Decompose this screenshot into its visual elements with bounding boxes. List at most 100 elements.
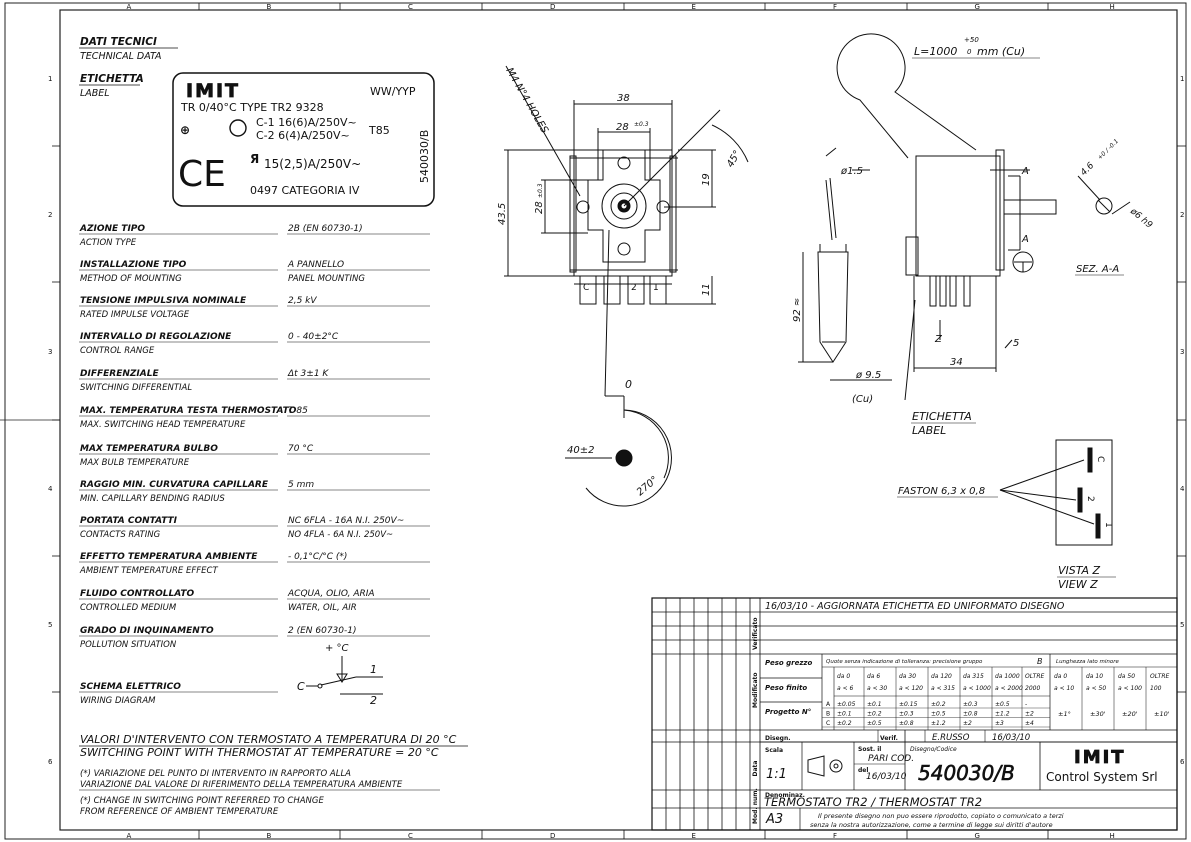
revision-note: 16/03/10 - AGGIORNATA ETICHETTA ED UNIFO… bbox=[765, 601, 1065, 612]
grid-col-bottom: D bbox=[550, 832, 555, 840]
spec-label-it: INSTALLAZIONE TIPO bbox=[80, 260, 187, 270]
wiring-plus-t: + °C bbox=[325, 643, 349, 654]
spec-label-en: SWITCHING DIFFERENTIAL bbox=[80, 383, 192, 393]
tol-head2: a < 30 bbox=[867, 685, 887, 692]
side-view bbox=[798, 33, 1131, 401]
progetto: Progetto N° bbox=[765, 708, 811, 716]
tol-head: da 1000 bbox=[995, 673, 1020, 680]
outer-frame bbox=[4, 2, 1187, 840]
scala-label: Scala bbox=[765, 747, 783, 754]
grid-row-left: 3 bbox=[48, 348, 52, 356]
wiring-n1: 1 bbox=[370, 663, 377, 676]
terminal-c: C bbox=[583, 283, 589, 293]
ang-value: ±30' bbox=[1090, 710, 1106, 718]
view-z-term-2: 2 bbox=[1085, 496, 1095, 502]
grid-row-left: 6 bbox=[48, 758, 53, 766]
title-en: TECHNICAL DATA bbox=[80, 51, 162, 62]
disegn-label: Disegn. bbox=[765, 735, 791, 742]
capillary-tol2: 0 bbox=[967, 48, 972, 56]
tol-value: ±0.05 bbox=[837, 701, 856, 708]
spec-value: 70 °C bbox=[288, 444, 314, 454]
spec-value: Δt 3±1 K bbox=[287, 369, 329, 379]
tol-head2: a < 2000 bbox=[995, 685, 1023, 692]
del-label: del bbox=[858, 767, 868, 774]
grid-col-top: A bbox=[127, 3, 132, 11]
ang-head2: 100 bbox=[1150, 685, 1162, 692]
tol-head2: 2000 bbox=[1025, 685, 1040, 692]
notes: VALORI D'INTERVENTO CON TERMOSTATO A TEM… bbox=[79, 733, 468, 817]
ul-mark: Я bbox=[250, 152, 259, 166]
grid-col-top: C bbox=[408, 3, 413, 11]
side-label: Verificato bbox=[752, 618, 759, 650]
del-date: 16/03/10 bbox=[866, 772, 907, 782]
ang-head: da 10 bbox=[1086, 673, 1103, 680]
dim-46-tol: +0 / -0.1 bbox=[1096, 138, 1120, 162]
label-csa-icon bbox=[229, 119, 247, 137]
angle-45: 45° bbox=[725, 149, 743, 170]
title-block: 16/03/10 - AGGIORNATA ETICHETTA ED UNIFO… bbox=[651, 597, 1178, 831]
notes-title-it: VALORI D'INTERVENTO CON TERMOSTATO A TEM… bbox=[80, 733, 457, 746]
grid-row-left: 4 bbox=[48, 485, 53, 493]
spec-value-2: PANEL MOUNTING bbox=[288, 274, 365, 284]
grid-col-top: H bbox=[1110, 3, 1115, 11]
dim-28v: 28 bbox=[534, 201, 545, 214]
label-en: LABEL bbox=[80, 88, 110, 99]
spec-value: A PANNELLO bbox=[287, 260, 344, 270]
sost-label: Sost. il bbox=[858, 746, 881, 753]
grid-col-bottom: H bbox=[1110, 832, 1115, 840]
terminal-2: 2 bbox=[631, 283, 637, 293]
spec-value: 5 mm bbox=[288, 480, 314, 490]
capillary-tol: +50 bbox=[964, 36, 979, 44]
ang-head2: a < 100 bbox=[1118, 685, 1142, 692]
spec-value: 0 - 40±2°C bbox=[288, 332, 339, 342]
grid-col-bottom: E bbox=[692, 832, 696, 840]
spec-label-it: INTERVALLO DI REGOLAZIONE bbox=[80, 332, 232, 342]
spec-label-it: TENSIONE IMPULSIVA NOMINALE bbox=[80, 296, 247, 306]
spec-value: - 0,1°C/°C (*) bbox=[288, 552, 347, 562]
tol-value: ±0.5 bbox=[931, 711, 946, 718]
tol-value: ±0.3 bbox=[899, 711, 914, 718]
section-a-bottom: A bbox=[1021, 234, 1029, 245]
spec-label-it: SCHEMA ELETTRICO bbox=[80, 682, 181, 692]
tol-value: ±2 bbox=[1025, 711, 1034, 718]
ang-value: ±20' bbox=[1122, 710, 1138, 718]
label-date-code: WW/YYP bbox=[370, 85, 416, 98]
tol-head2: a < 6 bbox=[837, 685, 854, 692]
grid-row-right: 4 bbox=[1180, 485, 1185, 493]
spec-label-en: RATED IMPULSE VOLTAGE bbox=[80, 310, 190, 320]
grid-row-left: 1 bbox=[48, 75, 52, 83]
dim-19: 19 bbox=[701, 173, 712, 186]
brand-logo: IMIT bbox=[1074, 747, 1126, 768]
disegno-codice-label: Disegno/Codice bbox=[910, 746, 957, 753]
notes-title-en: SWITCHING POINT WITH THERMOSTAT AT TEMPE… bbox=[80, 746, 439, 759]
dim-d6: ø6 h9 bbox=[1127, 206, 1154, 231]
spec-label-en: AMBIENT TEMPERATURE EFFECT bbox=[79, 566, 218, 576]
dim-46: 4.6 bbox=[1079, 161, 1096, 178]
note2a: (*) CHANGE IN SWITCHING POINT REFERRED T… bbox=[80, 796, 325, 806]
grid-col-bottom: C bbox=[408, 832, 413, 840]
tol-group-letter: A bbox=[826, 701, 831, 708]
dim-holes: M4 N°4 HOLES bbox=[503, 66, 550, 136]
tol-head: da 0 bbox=[837, 673, 850, 680]
ang-head: da 50 bbox=[1118, 673, 1135, 680]
view-z-title-en: VIEW Z bbox=[1058, 578, 1098, 591]
side-label: Mod. num. bbox=[752, 788, 759, 824]
spec-label-en: MIN. CAPILLARY BENDING RADIUS bbox=[80, 494, 225, 504]
tol-value: - bbox=[1025, 701, 1027, 708]
grid-col-top: F bbox=[833, 3, 837, 11]
spec-label-it: PORTATA CONTATTI bbox=[80, 516, 178, 526]
spec-value-2: WATER, OIL, AIR bbox=[288, 603, 357, 613]
view-z-labels: FASTON 6,3 x 0,8 C 2 1 VISTA Z VIEW Z bbox=[897, 456, 1116, 591]
grid-row-right: 5 bbox=[1180, 621, 1184, 629]
ce-mark: CE bbox=[178, 154, 226, 195]
grid-col-bottom: F bbox=[833, 832, 837, 840]
grid-row-right: 1 bbox=[1180, 75, 1184, 83]
label-t85: T85 bbox=[368, 124, 390, 137]
tol-head: da 315 bbox=[963, 673, 984, 680]
knob-range: 40±2 bbox=[567, 445, 594, 456]
